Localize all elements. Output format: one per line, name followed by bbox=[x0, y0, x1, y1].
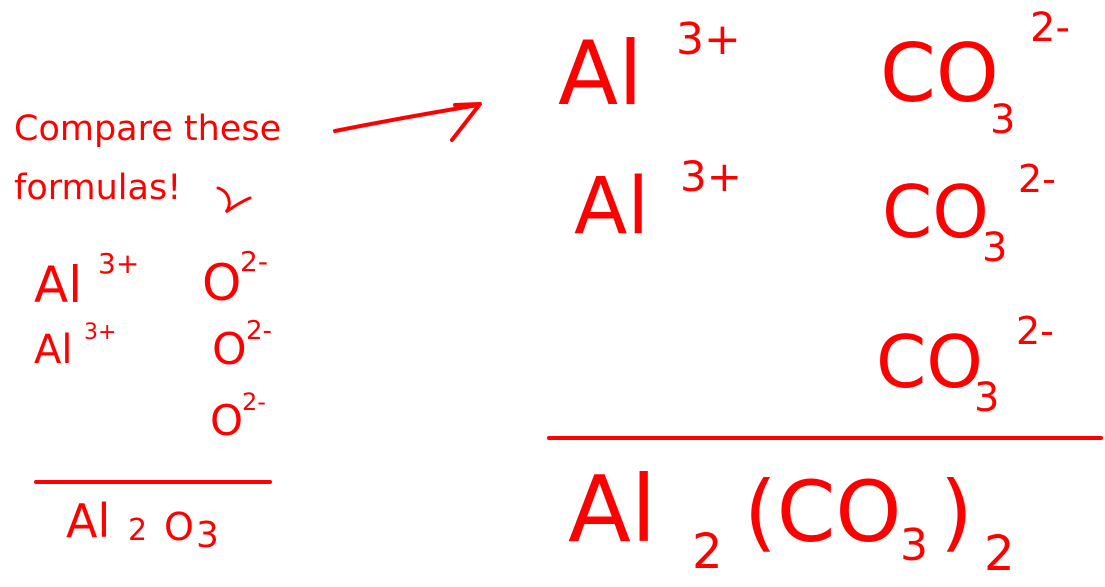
left-row3-anion-charge: 2- bbox=[242, 388, 266, 416]
right-row1-anion-sub: 3 bbox=[990, 97, 1016, 143]
right-row3-anion-sub: 3 bbox=[974, 375, 1000, 421]
left-row1-ion: Al bbox=[34, 256, 83, 314]
left-row2-charge: 3+ bbox=[84, 320, 117, 345]
down-arrow-mark bbox=[216, 186, 252, 214]
right-divider bbox=[547, 436, 1103, 440]
right-row1-charge: 3+ bbox=[676, 14, 741, 65]
left-result-a: Al bbox=[66, 494, 111, 548]
right-row2-anion-sub: 3 bbox=[982, 225, 1008, 271]
right-row3-anion: CO bbox=[876, 320, 983, 404]
right-row1-ion: Al bbox=[558, 22, 643, 125]
left-result-b-sub: 3 bbox=[196, 515, 219, 556]
left-row2-ion: Al bbox=[34, 327, 73, 373]
note-line-2: formulas! bbox=[14, 168, 182, 208]
right-result-a: Al bbox=[568, 456, 657, 563]
left-result-b: O bbox=[164, 505, 194, 549]
left-result-a-sub: 2 bbox=[128, 513, 148, 548]
left-row1-anion-charge: 2- bbox=[240, 245, 268, 278]
right-row1-anion: CO bbox=[880, 27, 999, 120]
arrow-head bbox=[450, 102, 482, 142]
right-result-close-paren: ) bbox=[940, 463, 973, 561]
right-row3-anion-charge: 2- bbox=[1016, 309, 1054, 353]
left-row1-charge: 3+ bbox=[98, 247, 140, 280]
left-divider bbox=[34, 480, 272, 484]
note-line-1: Compare these bbox=[14, 109, 282, 149]
right-row2-anion-charge: 2- bbox=[1018, 157, 1056, 201]
right-result-outer-sub: 2 bbox=[984, 526, 1015, 582]
left-row2-anion: O bbox=[212, 324, 247, 375]
right-result-a-sub: 2 bbox=[692, 524, 723, 580]
right-row2-anion: CO bbox=[882, 170, 989, 254]
arrow-line bbox=[333, 103, 480, 133]
right-result-b-sub: 3 bbox=[900, 520, 928, 571]
left-row2-anion-charge: 2- bbox=[246, 316, 272, 346]
left-row3-anion: O bbox=[210, 396, 244, 445]
left-row1-anion: O bbox=[202, 254, 242, 312]
right-row2-charge: 3+ bbox=[680, 152, 742, 201]
right-row2-ion: Al bbox=[574, 162, 650, 252]
right-row1-anion-charge: 2- bbox=[1030, 5, 1070, 51]
right-result-b: (CO bbox=[744, 463, 902, 561]
